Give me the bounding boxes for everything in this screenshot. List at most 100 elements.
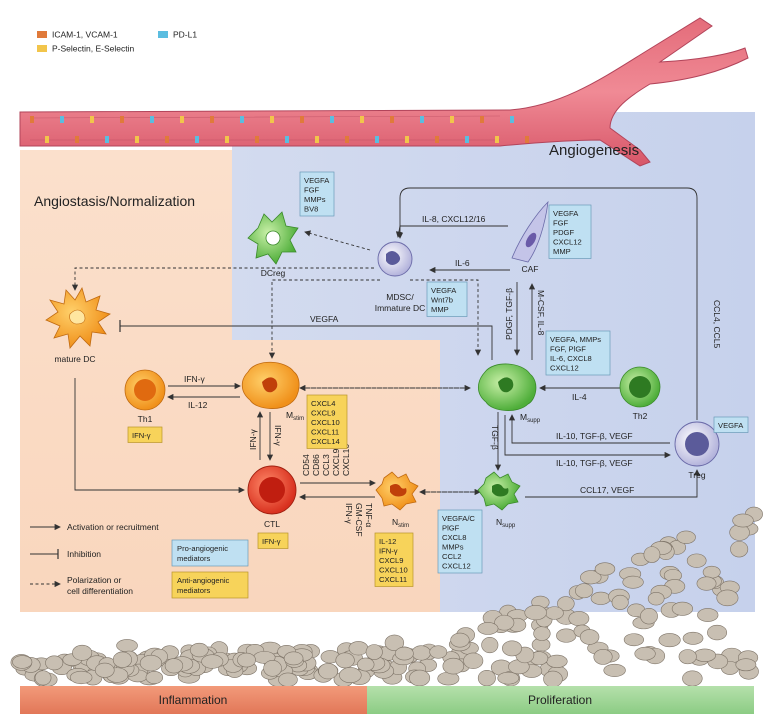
angiogenesis-title: Angiogenesis: [549, 142, 639, 159]
tumor-cell: [647, 591, 665, 606]
n-in-label: GM-CSF: [354, 503, 364, 537]
tumor-cell: [494, 614, 515, 631]
vessel-marker: [360, 116, 364, 123]
n-in-label: TNF-α: [364, 503, 374, 527]
caf-cell: CAF: [511, 200, 549, 274]
tumor-cell: [557, 596, 575, 612]
n-supp-label: Nsupp: [496, 517, 516, 529]
box-line: CXCL9: [311, 409, 335, 418]
box-line: IL-12: [379, 537, 396, 546]
box-line: CXCL8: [442, 533, 466, 542]
tumor-cell: [593, 649, 613, 665]
legend-icam: ICAM-1, VCAM-1: [52, 30, 118, 40]
tumor-cell: [730, 540, 749, 558]
tumor-cell: [658, 633, 681, 648]
inflammation-bar: [20, 686, 367, 714]
tumor-cell: [497, 671, 520, 685]
box-line: CXCL10: [311, 418, 340, 427]
label-il12-th1: IL-12: [188, 400, 208, 410]
vessel-adhesion-markers: [30, 116, 529, 143]
vessel-marker: [45, 136, 49, 143]
tumor-cell: [335, 652, 355, 669]
box-line: CXCL12: [442, 562, 471, 571]
box-line: VEGFA: [431, 286, 457, 295]
ctl-cell: CTL: [247, 465, 297, 529]
tumor-cell: [72, 644, 93, 661]
tumor-cell: [590, 591, 611, 605]
m-stim-label: Mstim: [286, 410, 304, 422]
vessel-marker: [345, 136, 349, 143]
legend-activation: Activation or recruitment: [67, 522, 159, 532]
legend-selectin: P-Selectin, E-Selectin: [52, 44, 134, 54]
label-il4: IL-4: [572, 392, 587, 402]
dcreg-cell: DCreg: [247, 211, 299, 278]
tumor-cell: [34, 670, 52, 686]
tumor-cell: [546, 654, 568, 668]
vessel-marker: [285, 136, 289, 143]
vessel-marker: [75, 136, 79, 143]
tumor-cell: [611, 594, 629, 610]
arrows: CCL4, CCL5 IL-8, CXCL12/16 IL-6 PDGF, TG…: [71, 187, 722, 537]
mdsc-label-1: MDSC/: [386, 292, 414, 302]
vessel-marker: [315, 136, 319, 143]
tumor-cell: [278, 672, 298, 687]
box-ctl: IFN-γ: [257, 532, 289, 549]
ctl-out-label: CD86: [311, 454, 321, 476]
box-line: CXCL14: [311, 437, 340, 446]
vessel-marker: [240, 116, 244, 123]
tumor-cell: [189, 642, 209, 658]
tumor-cell: [411, 645, 431, 661]
th1-cell: Th1: [124, 369, 166, 424]
label-ccl17: CCL17, VEGF: [580, 485, 634, 495]
vessel-marker: [375, 136, 379, 143]
box-line: FGF: [553, 219, 569, 228]
th2-label: Th2: [633, 411, 648, 421]
m-stim-cell: Mstim: [241, 361, 304, 422]
tumor-cell: [45, 655, 64, 671]
tumor-cell: [533, 626, 551, 641]
tumor-cell: [339, 667, 362, 684]
vessel-marker: [210, 116, 214, 123]
tumor-cell: [575, 583, 594, 599]
tumor-cell: [116, 639, 138, 653]
label-il10-b: IL-10, TGF-β, VEGF: [556, 458, 633, 468]
tumor-cell: [735, 658, 757, 672]
vessel-marker: [465, 136, 469, 143]
box-line: IL-6, CXCL8: [550, 354, 592, 363]
tumor-cell: [580, 570, 602, 585]
label-ifng-v2: IFN-γ: [273, 425, 283, 447]
tumor-cell: [634, 646, 656, 661]
th2-cell: Th2: [619, 366, 661, 421]
icam-swatch: [37, 31, 47, 38]
tumor-cell: [702, 565, 721, 579]
n-stim-label: Nstim: [392, 517, 409, 529]
vessel-marker: [435, 136, 439, 143]
vessel-marker: [165, 136, 169, 143]
legend-polarization-1: Polarization or: [67, 575, 122, 585]
box-line: CXCL11: [379, 575, 407, 584]
ctl-out-label: CXCL9: [331, 448, 341, 476]
tumor-cell: [12, 655, 33, 669]
box-line: IFN-γ: [379, 547, 398, 556]
tumor-cell: [678, 649, 697, 665]
label-il10-a: IL-10, TGF-β, VEGF: [556, 431, 633, 441]
vessel-marker: [60, 116, 64, 123]
tumor-cell: [640, 607, 658, 625]
mature-dc-label: mature DC: [54, 354, 95, 364]
box-line: CXCL12: [553, 238, 582, 247]
vessel-marker: [525, 136, 529, 143]
tumor-cell: [463, 652, 484, 669]
vessel-marker: [120, 116, 124, 123]
tumor-cell: [318, 663, 338, 680]
ctl-label: CTL: [264, 519, 280, 529]
vessel-marker: [255, 136, 259, 143]
tumor-cell: [545, 606, 564, 620]
box-line: VEGFA, MMPs: [550, 335, 601, 344]
label-pdgf-tgfb: PDGF, TGF-β: [504, 288, 514, 340]
